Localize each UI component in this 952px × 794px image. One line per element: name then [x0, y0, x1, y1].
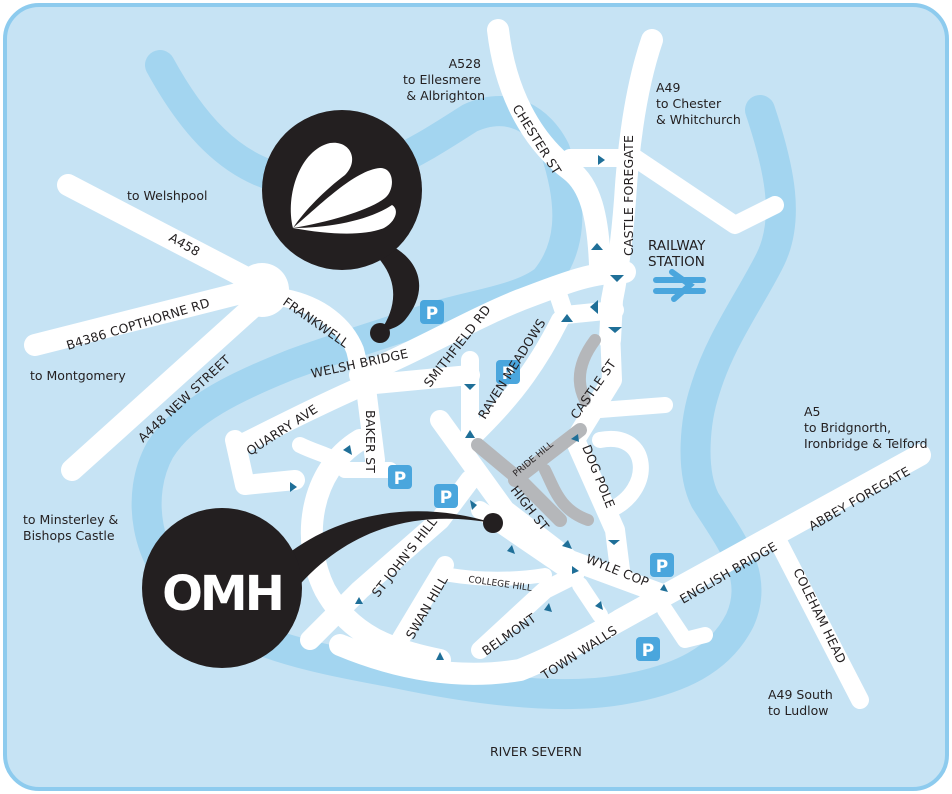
landmark-labels: RAILWAY STATION RIVER SEVERN	[490, 238, 710, 759]
one-way-arrow-icon	[355, 597, 363, 604]
one-way-arrow-icon	[590, 300, 598, 314]
swirl-b-logo-icon	[290, 142, 396, 234]
a528-dest-2: & Albrighton	[406, 88, 485, 103]
one-way-arrow-icon	[436, 652, 444, 660]
street-castle-foregate: CASTLE FOREGATE	[621, 135, 636, 256]
svg-text:P: P	[394, 469, 406, 489]
one-way-arrow-icon	[465, 430, 475, 438]
parking-icon: P	[388, 465, 412, 489]
svg-text:A5 to Bridgnorth,: A5 to Bridgnorth, Ironbridge & Telford	[804, 404, 928, 451]
parking-icon: P	[636, 637, 660, 661]
montgomery-label: to Montgomery	[30, 368, 126, 383]
one-way-arrow-icon	[561, 314, 573, 322]
a49-north-dest-2: & Whitchurch	[656, 112, 741, 127]
venue-logo-marker[interactable]	[262, 110, 422, 343]
street-baker-st: BAKER ST	[363, 410, 378, 473]
svg-text:P: P	[502, 364, 514, 384]
one-way-arrow-icon	[608, 540, 620, 545]
parking-icon: P	[496, 360, 520, 384]
one-way-arrow-icon	[571, 434, 579, 442]
one-way-arrow-icon	[572, 566, 579, 574]
a49-south-dest: to Ludlow	[768, 703, 828, 718]
omh-marker[interactable]: OMH	[142, 508, 503, 668]
omh-logo-text: OMH	[162, 566, 282, 622]
one-way-arrow-icon	[562, 540, 572, 549]
destination-labels: A528 to Ellesmere & Albrighton A49 to Ch…	[23, 56, 928, 718]
one-way-arrow-icon	[290, 482, 297, 492]
parking-icon: P	[420, 300, 444, 324]
one-way-arrow-icon	[595, 601, 603, 610]
svg-text:P: P	[656, 557, 668, 577]
a5-dest-2: Ironbridge & Telford	[804, 436, 928, 451]
svg-text:to Minsterley & Bishops: to Minsterley & Bishops Castle	[23, 512, 122, 543]
one-way-arrow-icon	[660, 584, 668, 592]
svg-text:A49 to Chester & W: A49 to Chester & Whitchurch	[656, 80, 741, 127]
one-way-arrow-icon	[343, 445, 352, 455]
svg-text:P: P	[426, 304, 438, 324]
one-way-arrow-icon	[610, 275, 624, 282]
one-way-arrow-icon	[591, 243, 603, 250]
a49-north-label: A49	[656, 80, 681, 95]
a49-south-label: A49 South	[768, 687, 833, 702]
parking-icon: P	[650, 553, 674, 577]
a5-dest-1: to Bridgnorth,	[804, 420, 891, 435]
one-way-arrow-icon	[608, 327, 622, 333]
parking-icon: P	[434, 484, 458, 508]
a5-label: A5	[804, 404, 821, 419]
a528-dest-1: to Ellesmere	[403, 72, 481, 87]
river-severn	[131, 50, 796, 710]
national-rail-icon	[653, 269, 706, 302]
river-severn-label: RIVER SEVERN	[490, 744, 582, 759]
welshpool-label: to Welshpool	[127, 188, 207, 203]
parking-signs: P P P P P P	[388, 300, 674, 661]
a49-north-dest-1: to Chester	[656, 96, 722, 111]
railway-station-label-1: RAILWAY	[648, 238, 706, 254]
pedestrian-zone	[471, 334, 601, 527]
one-way-arrow-icon	[464, 384, 476, 390]
one-way-arrow-icon	[544, 603, 552, 612]
minsterley-label-1: to Minsterley &	[23, 512, 118, 527]
svg-text:P: P	[440, 488, 452, 508]
svg-text:RAILWAY STATION: RAILWAY STATION	[648, 238, 710, 270]
one-way-arrow-icon	[507, 545, 515, 554]
one-way-arrow-icon	[470, 500, 477, 510]
one-way-arrow-icon	[598, 155, 605, 165]
a528-label: A528	[449, 56, 481, 71]
railway-station-label-2: STATION	[648, 254, 705, 270]
svg-text:P: P	[642, 641, 654, 661]
svg-text:A528 to Ellesmere: A528 to Ellesmere & Albrighton	[403, 56, 485, 103]
minsterley-label-2: Bishops Castle	[23, 528, 115, 543]
one-way-arrows	[290, 155, 668, 660]
svg-text:A49 South to Ludlow: A49 South to Ludlow	[768, 687, 837, 718]
